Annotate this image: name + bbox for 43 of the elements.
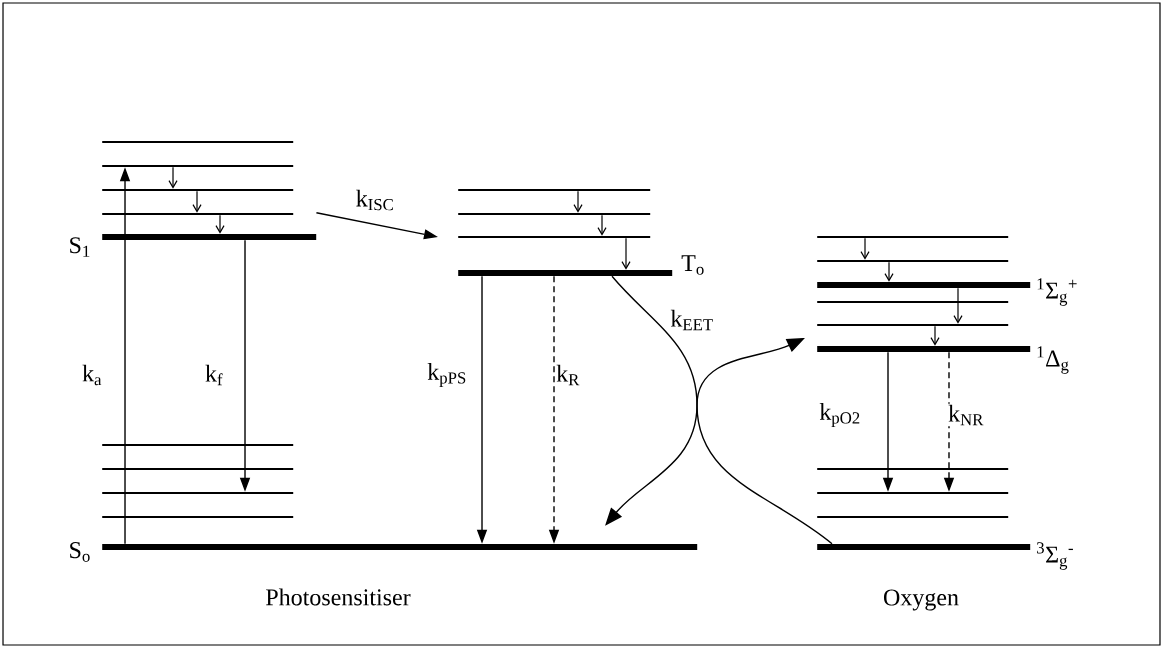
edge-label: k$_{ISC}$ <box>354 188 396 212</box>
energy-level-line <box>817 236 1009 238</box>
energy-level-line <box>458 236 651 238</box>
edge-label: k$_{EET}$ <box>669 308 715 332</box>
energy-level-line <box>102 468 294 470</box>
arrow <box>930 325 940 346</box>
energy-level-line <box>102 189 294 191</box>
level-label: S$_{o}$ <box>70 542 90 562</box>
arrow <box>621 237 631 270</box>
level-label: $^{1}$Σ$_{g}$+ <box>1037 278 1077 306</box>
energy-level-line <box>817 324 1009 326</box>
arrow <box>860 237 870 260</box>
energy-level-line <box>102 141 294 143</box>
edge-label: k$_{pPS}$ <box>426 362 468 388</box>
energy-level-line <box>817 301 1009 303</box>
energy-level-line <box>817 468 1009 470</box>
level-label: $^{1}$Δ$_{g}$ <box>1037 346 1069 374</box>
arrow <box>597 214 607 236</box>
arrow <box>573 190 583 213</box>
arrow <box>884 261 894 282</box>
arrow <box>696 338 833 545</box>
arrow <box>192 190 202 213</box>
energy-level-line <box>458 213 651 215</box>
energy-level-line <box>458 189 651 191</box>
edge-label: k$_{f}$ <box>203 363 225 387</box>
edge-label: k$_{NR}$ <box>947 403 985 427</box>
edge-label: k$_{a}$ <box>81 363 103 387</box>
energy-level-line <box>817 260 1009 262</box>
level-label: S$_{1}$ <box>70 237 90 257</box>
energy-level-line <box>102 213 294 215</box>
arrow <box>605 275 698 526</box>
level-label: $^{3}$Σ$_{g}$- <box>1037 542 1073 570</box>
arrow <box>953 287 963 324</box>
edge-label: k$_{R}$ <box>555 363 581 387</box>
edge-label: k$_{pO2}$ <box>818 402 862 428</box>
energy-level-line <box>102 516 294 518</box>
group-label: Photosensitiser <box>266 588 411 606</box>
group-label: Oxygen <box>884 589 959 611</box>
arrow <box>168 166 178 189</box>
arrow <box>215 214 225 234</box>
level-label: T$_{o}$ <box>681 255 704 275</box>
energy-level-line <box>102 444 294 446</box>
energy-level-line <box>817 516 1009 518</box>
